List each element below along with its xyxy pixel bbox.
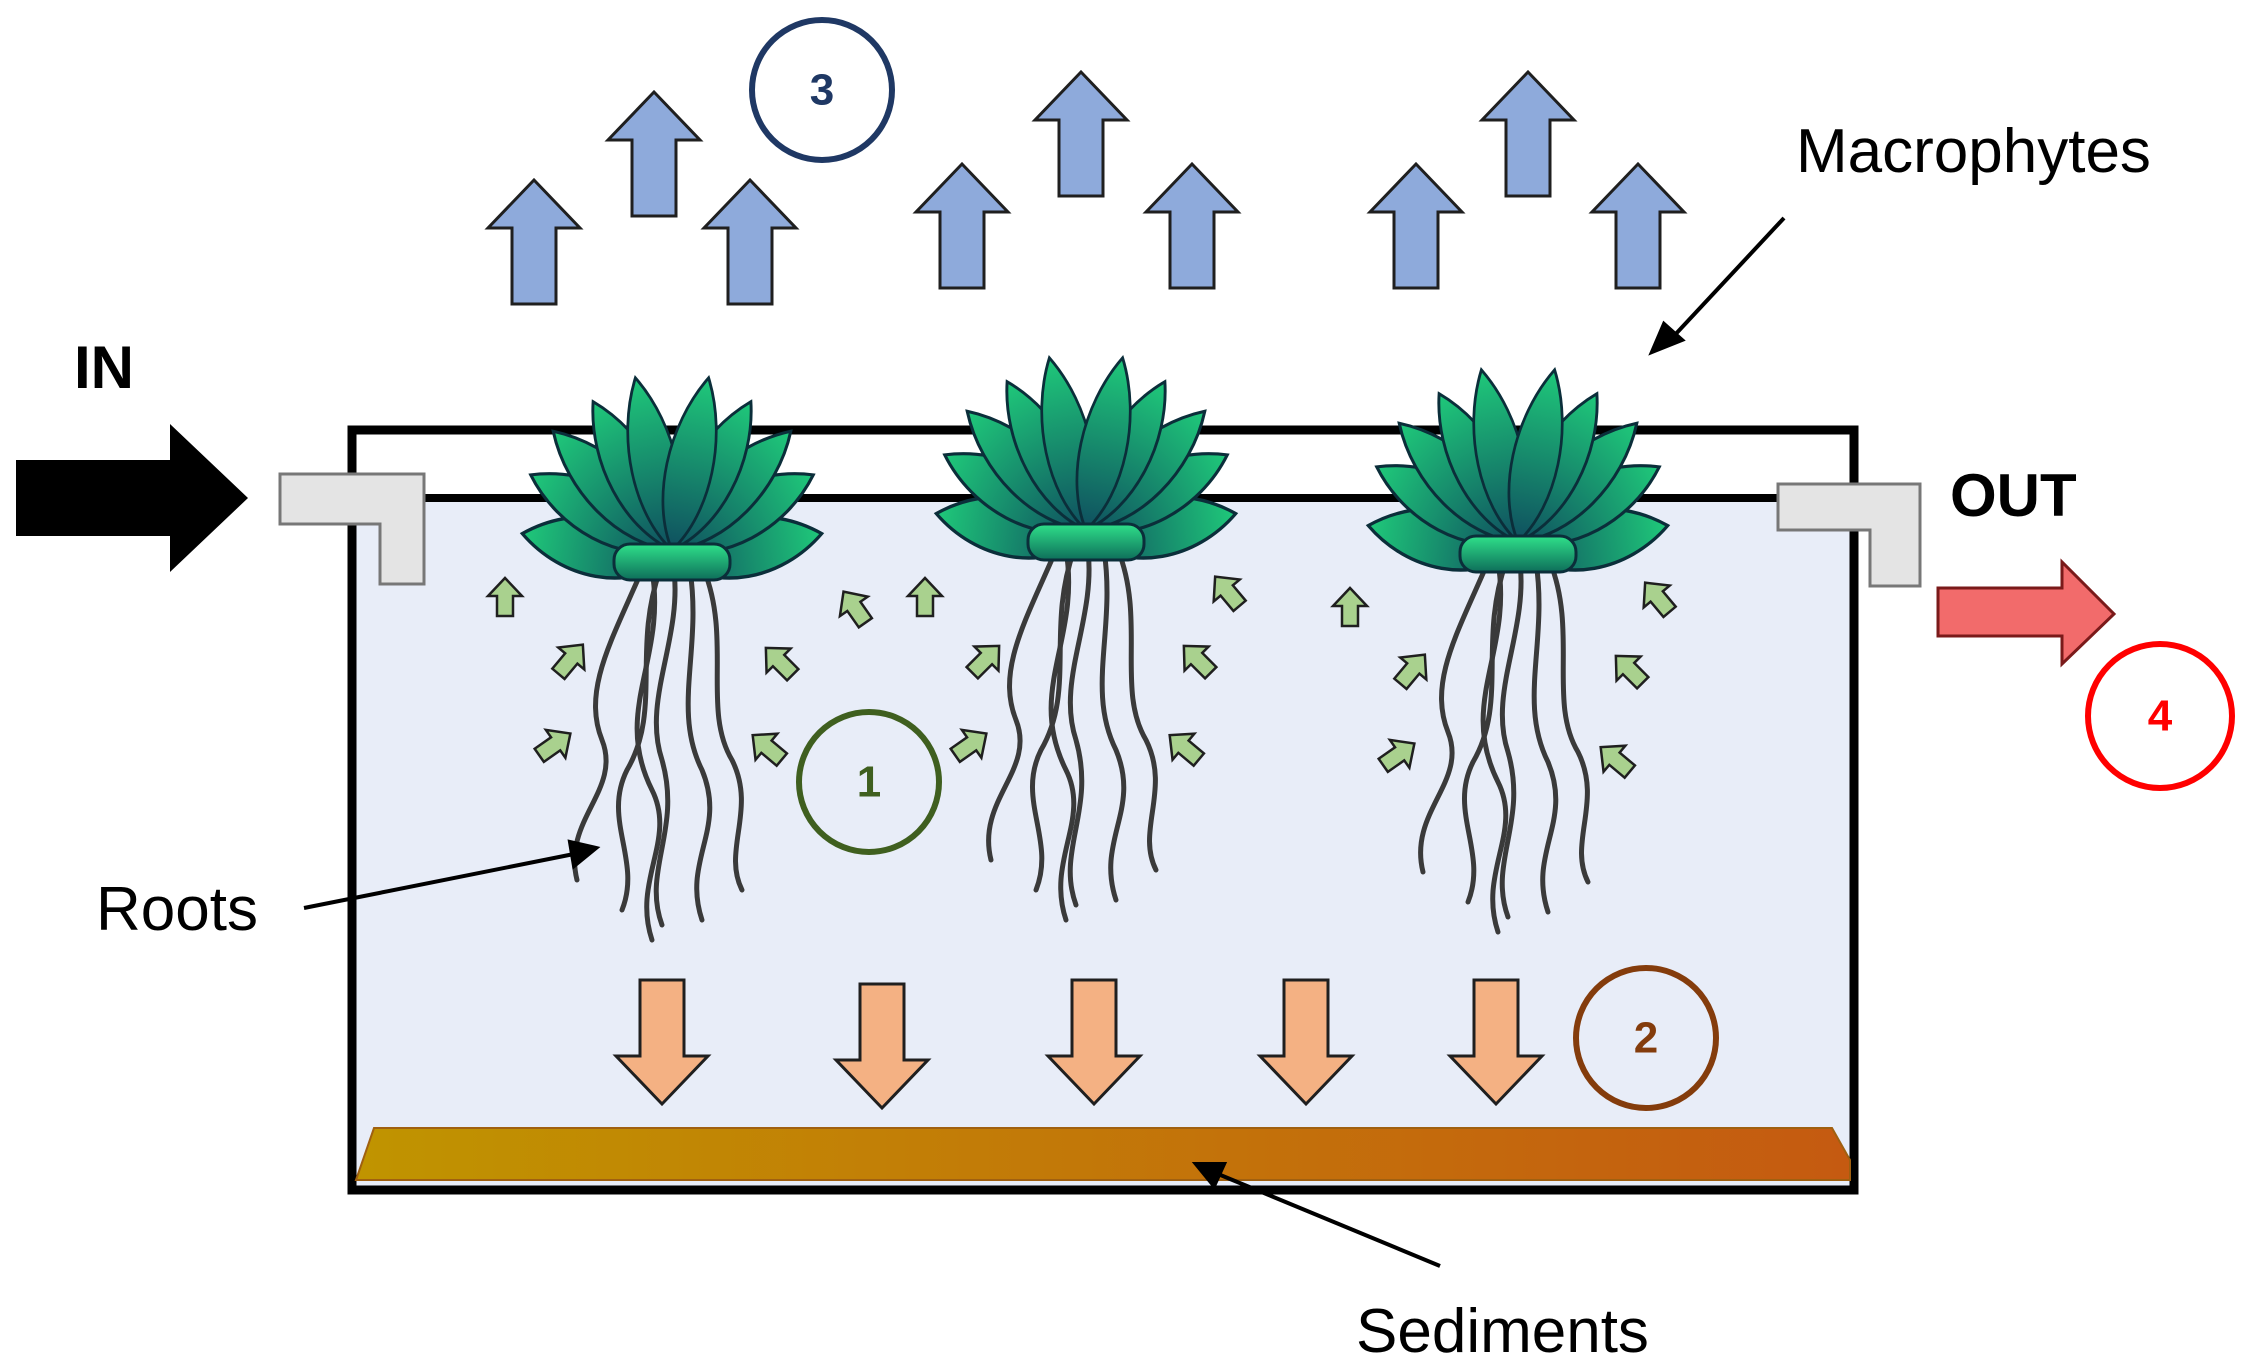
marker-1: 1 xyxy=(796,709,942,855)
outlet-pipe xyxy=(1776,482,1922,588)
roots-label: Roots xyxy=(96,875,258,944)
svg-text:2: 2 xyxy=(1634,1014,1658,1063)
sediments-label: Sediments xyxy=(1356,1297,1649,1366)
marker-3: 3 xyxy=(749,17,895,163)
inflow-arrow xyxy=(16,424,248,572)
svg-text:1: 1 xyxy=(857,758,881,807)
upward-arrows xyxy=(486,70,1686,306)
svg-text:3: 3 xyxy=(810,66,834,115)
pointer-lines xyxy=(303,216,1786,1268)
svg-text:4: 4 xyxy=(2148,692,2173,741)
out-label: OUT xyxy=(1950,462,2077,529)
marker-4: 4 xyxy=(2085,641,2235,791)
outflow-arrow xyxy=(1936,558,2117,668)
marker-2: 2 xyxy=(1573,965,1719,1111)
sediment-layer xyxy=(354,1127,1851,1181)
macrophytes-label: Macrophytes xyxy=(1796,117,2151,186)
in-label: IN xyxy=(74,334,134,401)
inlet-pipe xyxy=(278,472,426,586)
